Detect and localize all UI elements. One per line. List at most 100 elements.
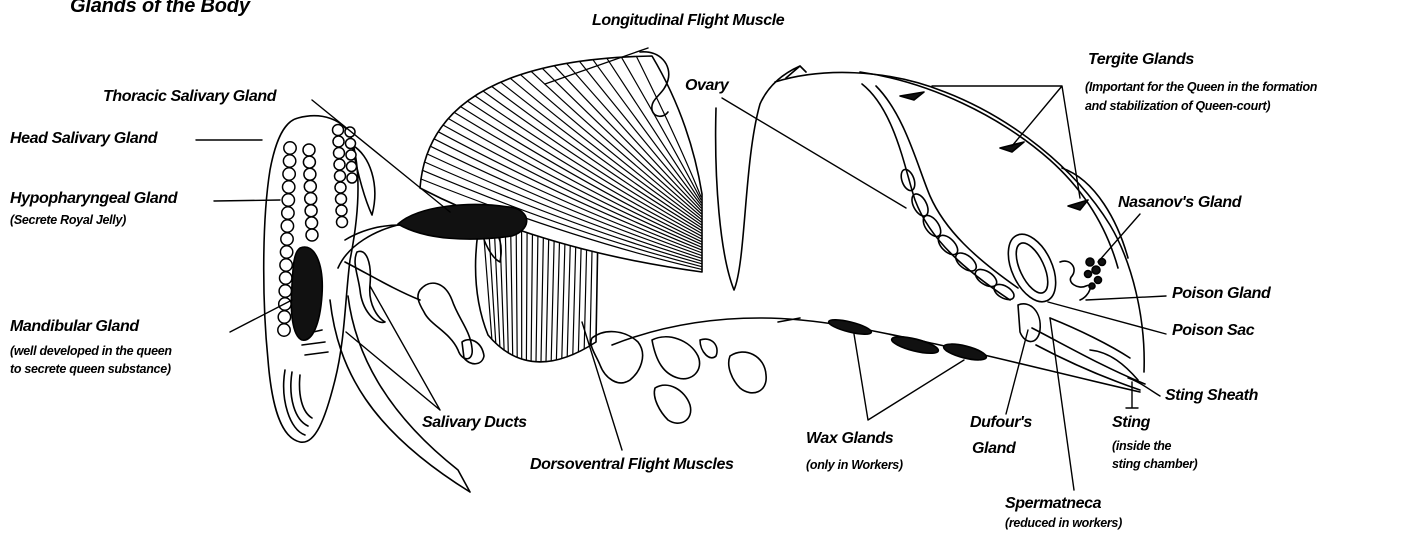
abdomen-ventral-outline <box>612 318 1140 392</box>
muscle-fiber <box>526 230 527 360</box>
label-sting: Sting <box>1112 415 1150 431</box>
leader-hypopharyngeal-gland <box>214 200 280 201</box>
label-dufours-gland: Dufour's <box>970 415 1032 431</box>
gland-lobule <box>304 168 316 180</box>
abdomen-dorsal-outline <box>775 73 1144 372</box>
leader-tergite-glands <box>932 86 1080 198</box>
poison-sac-inner <box>1010 238 1055 297</box>
mandible <box>284 370 312 435</box>
gland-lobule <box>305 193 317 205</box>
gland-lobule <box>305 205 317 217</box>
label-poison-sac: Poison Sac <box>1172 323 1254 339</box>
leg-segment <box>654 385 690 423</box>
dufours-gland <box>1018 304 1040 342</box>
wax-gland <box>890 333 939 356</box>
gland-lobule <box>280 272 292 284</box>
label-ovary: Ovary <box>685 78 728 94</box>
label-tergite-glands: Tergite Glands <box>1088 52 1194 68</box>
leader-dorsoventral-flight-muscles <box>582 322 622 450</box>
gland-lobule <box>346 139 356 149</box>
label-sting-note: (inside the <box>1112 440 1171 453</box>
leg-segment <box>652 337 700 379</box>
poison-gland <box>1060 261 1090 300</box>
head-salivary-gland <box>333 125 358 228</box>
gland-lobule <box>279 285 291 297</box>
wax-gland <box>827 317 872 337</box>
thoracic-salivary-gland <box>398 205 527 240</box>
gland-lobule <box>281 233 293 245</box>
leader-poison-sac <box>1048 302 1166 334</box>
gland-lobule <box>335 182 346 193</box>
label-mandibular-gland-note: (well developed in the queen <box>10 345 172 358</box>
gland-lobule <box>284 142 296 154</box>
label-spermatheca-note: (reduced in workers) <box>1005 517 1122 530</box>
leg-segment <box>700 339 717 358</box>
tergite-gland <box>900 92 924 100</box>
gland-lobule <box>336 194 347 205</box>
gland-lobule <box>303 144 315 156</box>
gland-lobule <box>346 150 356 160</box>
ovary-cell <box>899 168 918 193</box>
tergite-gland <box>1000 142 1024 152</box>
proboscis <box>330 296 470 492</box>
gland-lobule <box>282 194 294 206</box>
gland-lobule <box>306 217 318 229</box>
gland-lobule <box>278 324 290 336</box>
gland-lobule <box>278 311 290 323</box>
gland-lobule <box>306 229 318 241</box>
leader-dufours-gland <box>1006 330 1028 414</box>
label-sting-note: sting chamber) <box>1112 458 1197 471</box>
label-dorsoventral-flight-muscles: Dorsoventral Flight Muscles <box>530 457 733 473</box>
gland-lobule <box>337 217 348 228</box>
label-wax-glands: Wax Glands <box>806 431 893 447</box>
poison-sac <box>999 227 1066 309</box>
gland-lobule <box>282 207 294 219</box>
gland-lobule <box>333 125 344 136</box>
nasanov-gland-cell <box>1085 271 1092 278</box>
nasanov-gland-cell <box>1092 266 1100 274</box>
label-longitudinal-flight-muscle: Longitudinal Flight Muscle <box>592 13 784 29</box>
label-tergite-glands-note: (Important for the Queen in the formatio… <box>1085 81 1317 94</box>
gland-lobule <box>334 148 345 159</box>
mandibular-gland <box>291 247 322 340</box>
leg-segment <box>418 283 472 359</box>
petiole-outline <box>716 66 806 290</box>
gland-lobule <box>347 162 357 172</box>
label-tergite-glands-note: and stabilization of Queen-court) <box>1085 100 1270 113</box>
gland-lobule <box>304 180 316 192</box>
label-head-salivary-gland: Head Salivary Gland <box>10 131 157 147</box>
label-hypopharyngeal-gland-note: (Secrete Royal Jelly) <box>10 214 126 227</box>
gland-lobule <box>333 136 344 147</box>
label-spermatheca: Spermatneca <box>1005 496 1101 512</box>
label-mandibular-gland: Mandibular Gland <box>10 319 139 335</box>
gland-lobule <box>283 181 295 193</box>
label-poison-gland: Poison Gland <box>1172 286 1270 302</box>
leader-poison-gland <box>1086 296 1166 300</box>
gland-lobule <box>347 173 357 183</box>
gland-lobule <box>281 220 293 232</box>
gland-lobule <box>283 168 295 180</box>
gland-lobule <box>280 246 292 258</box>
label-thoracic-salivary-gland: Thoracic Salivary Gland <box>103 89 276 105</box>
label-salivary-ducts: Salivary Ducts <box>422 415 527 431</box>
salivary-duct <box>338 224 402 268</box>
label-mandibular-gland-note: to secrete queen substance) <box>10 363 171 376</box>
gland-lobule <box>335 171 346 182</box>
tergite-plate-line <box>860 72 1118 268</box>
wax-gland <box>942 341 988 363</box>
label-wax-glands-note: (only in Workers) <box>806 459 903 472</box>
ovary-cell <box>909 191 932 218</box>
nasanov-gland-cell <box>1089 283 1095 289</box>
gland-lobule <box>334 159 345 170</box>
label-dufours-gland: Gland <box>972 441 1015 457</box>
diagram-title: Glands of the Body <box>70 0 250 16</box>
nasanov-gland-cell <box>1086 258 1094 266</box>
gland-lobule <box>336 205 347 216</box>
label-nasanovs-gland: Nasanov's Gland <box>1118 195 1241 211</box>
leader-ovary <box>722 98 906 208</box>
leader-nasanovs-gland <box>1098 214 1140 262</box>
nasanov-gland-cell <box>1095 277 1102 284</box>
label-sting-sheath: Sting Sheath <box>1165 388 1258 404</box>
leg-segment <box>729 352 766 393</box>
